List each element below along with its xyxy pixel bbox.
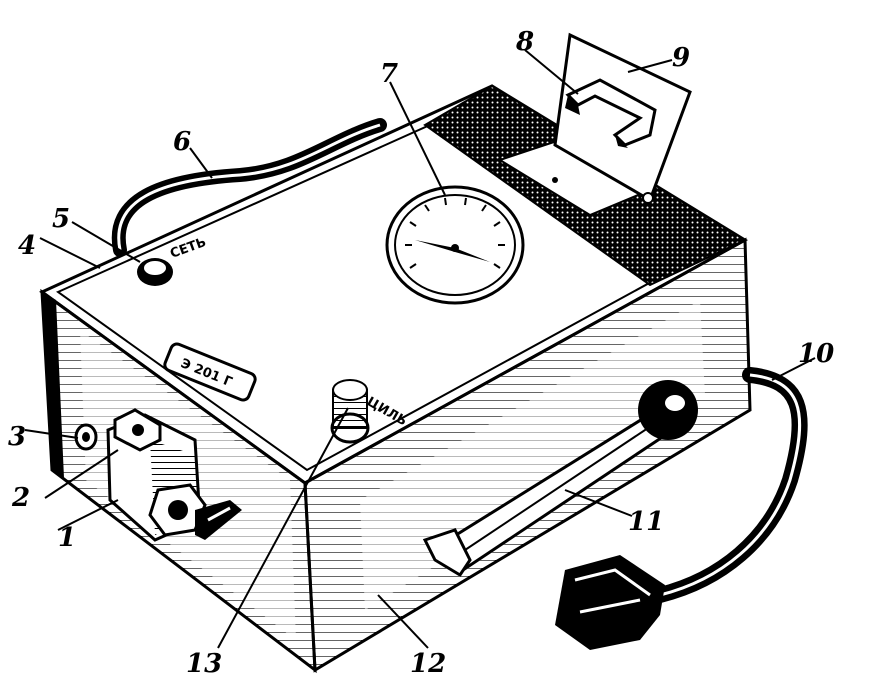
carry-handle — [422, 380, 698, 578]
label-5: 5 — [52, 204, 70, 234]
label-2: 2 — [11, 483, 30, 513]
power-cord — [555, 367, 808, 650]
label-9: 9 — [672, 43, 690, 73]
label-1: 1 — [58, 523, 76, 553]
leader-lines — [24, 49, 816, 649]
lid-handle — [565, 78, 657, 148]
label-3: 3 — [8, 422, 26, 452]
label-8: 8 — [515, 27, 534, 57]
label-4: 4 — [18, 231, 36, 261]
label-10: 10 — [798, 339, 834, 369]
pressure-gauge — [385, 185, 525, 305]
label-12: 12 — [410, 649, 446, 679]
label-13: 13 — [186, 649, 222, 679]
label-6: 6 — [173, 127, 191, 157]
fittings — [74, 408, 242, 542]
label-7: 7 — [380, 59, 398, 89]
label-11: 11 — [628, 507, 664, 537]
